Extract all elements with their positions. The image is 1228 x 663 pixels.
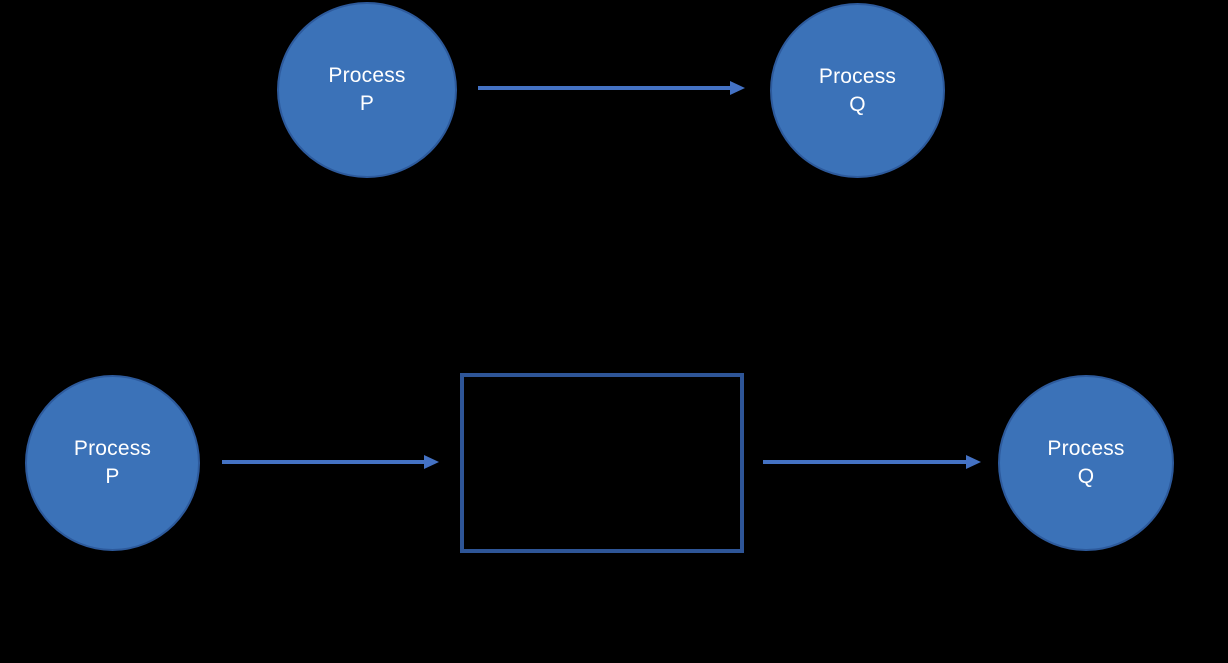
buffer-box [460,373,744,553]
process-q-label-top: Process Q [818,64,897,116]
process-p-node-bottom: Process P [25,375,200,551]
process-q-label-bottom: Process Q [1047,437,1125,488]
process-p-label-top: Process P [328,64,406,115]
arrow-head-icon [966,455,981,469]
arrow-line [222,460,424,464]
process-q-node-top: Process Q [770,3,945,178]
arrow-line [763,460,966,464]
process-p-label-bottom: Process P [73,437,152,488]
process-q-node-bottom: Process Q [998,375,1174,551]
arrow-head-icon [730,81,745,95]
arrow-head-icon [424,455,439,469]
process-p-node-top: Process P [277,2,457,178]
arrow-line [478,86,730,90]
